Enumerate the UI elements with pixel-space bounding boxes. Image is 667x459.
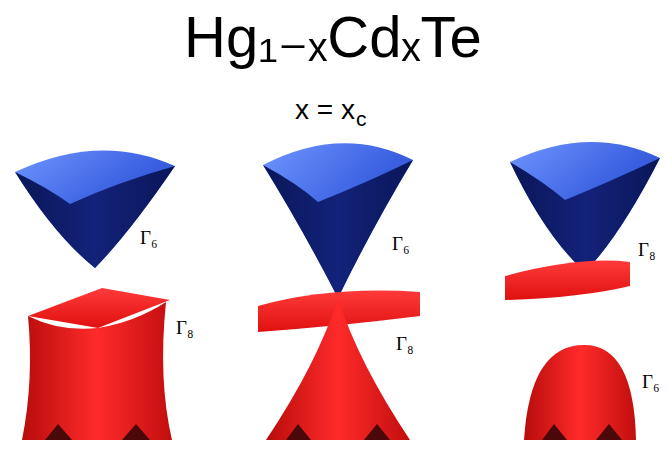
band-label: Γ₈ [396, 334, 414, 353]
middle-panel [258, 143, 420, 440]
band-label: Γ₈ [176, 318, 194, 337]
right-panel [505, 142, 660, 440]
conduction-band-back [510, 142, 660, 272]
subscript: c [356, 108, 367, 129]
conduction-band-back [15, 150, 175, 268]
band-label: Γ₆ [140, 228, 158, 247]
band-label: Γ₆ [392, 234, 410, 253]
band-label: Γ₆ [642, 372, 660, 391]
band-label: Γ₈ [638, 240, 656, 259]
left-panel [15, 150, 175, 440]
light-hole-cone [266, 298, 410, 440]
band-notch [45, 424, 150, 440]
valence-band-sheet [28, 288, 170, 328]
band-notch [286, 424, 390, 440]
conduction-band-front [15, 166, 175, 268]
gamma8-sheet [505, 261, 630, 300]
gamma6-dome [524, 345, 636, 440]
conduction-band-front [510, 158, 660, 272]
conduction-band-back [263, 143, 413, 298]
conduction-band-front [263, 160, 413, 298]
title: Hg₁₋ₓCdₓTe [184, 8, 482, 66]
composition-text: x = x [295, 96, 355, 124]
composition-label: x = xc [295, 96, 366, 124]
band-notch [542, 424, 622, 440]
